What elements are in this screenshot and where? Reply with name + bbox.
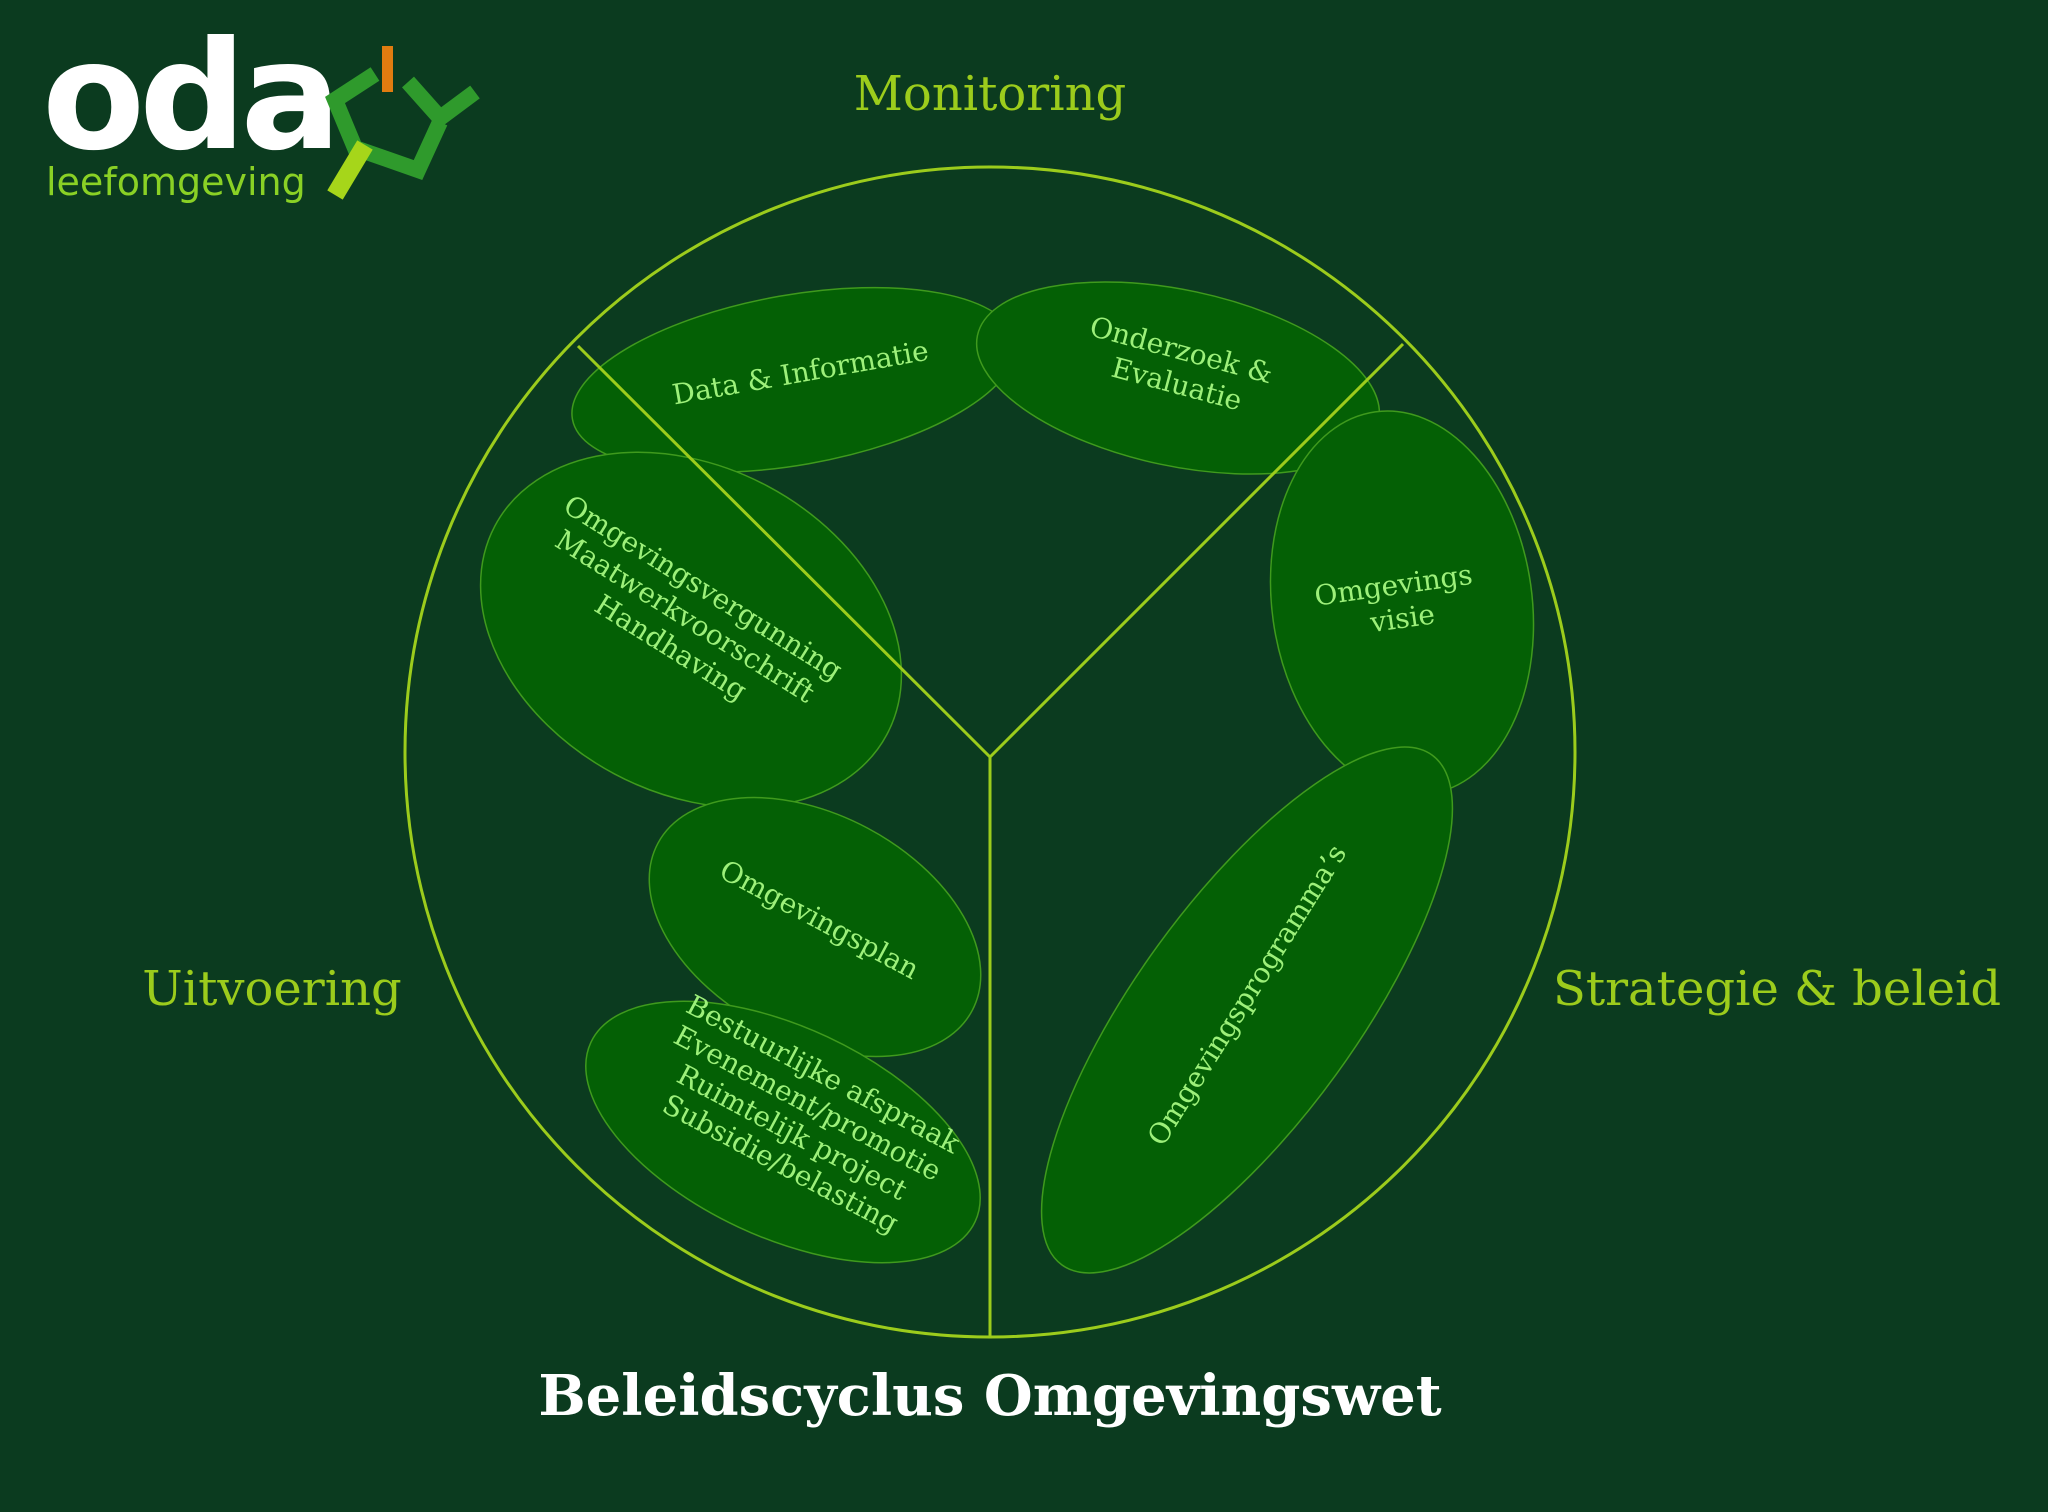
blobs (479, 281, 1535, 1274)
sector-label-uitvoering: Uitvoering (142, 961, 401, 1017)
oda-logo: oda leefomgeving (42, 10, 480, 204)
diagram-title: Beleidscyclus Omgevingswet (538, 1363, 1441, 1429)
node-vergunning (479, 451, 903, 809)
divider-right (988, 342, 1405, 759)
logo-pentagon-icon (325, 46, 480, 200)
node-omgevingsprogrammas (1040, 746, 1454, 1274)
node-overig (585, 1000, 981, 1264)
divider-left (576, 344, 992, 759)
sector-label-strategie: Strategie & beleid (1553, 961, 2001, 1017)
logo-brand-text: oda (42, 10, 336, 184)
logo-tagline-text: leefomgeving (46, 160, 306, 204)
sector-label-monitoring: Monitoring (854, 66, 1126, 122)
sector-dividers (576, 342, 1405, 1337)
